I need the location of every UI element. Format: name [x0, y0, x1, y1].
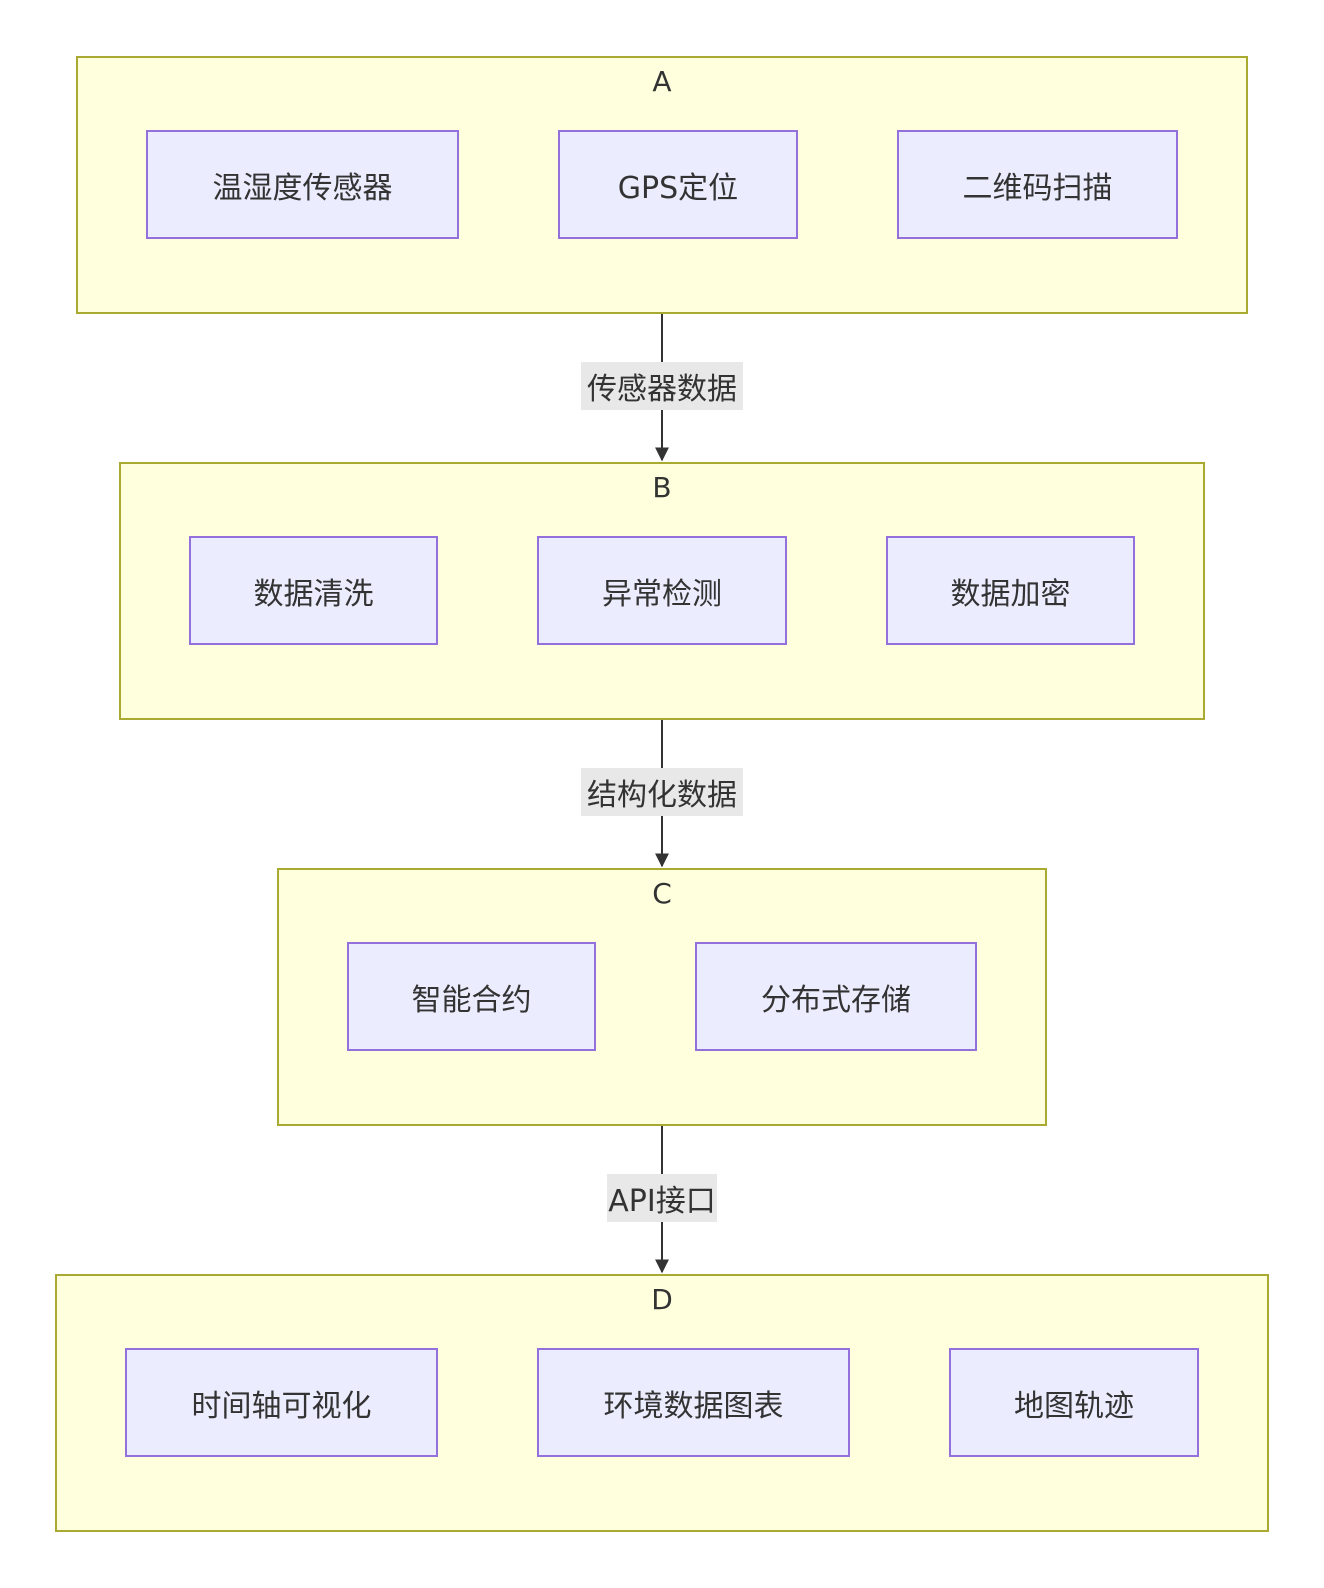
node-data-encryption: 数据加密 [886, 536, 1135, 645]
node-distributed-storage: 分布式存储 [695, 942, 977, 1051]
node-data-cleaning: 数据清洗 [189, 536, 438, 645]
cluster-c-title: C [652, 877, 672, 910]
cluster-b-title: B [652, 471, 672, 504]
edge-label-b-to-c: 结构化数据 [581, 768, 743, 816]
node-qr-code-scan: 二维码扫描 [897, 130, 1178, 239]
node-temperature-humidity-sensor: 温湿度传感器 [146, 130, 459, 239]
node-anomaly-detection: 异常检测 [537, 536, 787, 645]
cluster-a-title: A [652, 65, 672, 98]
node-environment-data-chart: 环境数据图表 [537, 1348, 850, 1457]
edge-label-c-to-d: API接口 [607, 1174, 717, 1222]
node-map-trajectory: 地图轨迹 [949, 1348, 1199, 1457]
cluster-d-title: D [651, 1283, 673, 1316]
node-timeline-visualization: 时间轴可视化 [125, 1348, 438, 1457]
edge-label-a-to-b: 传感器数据 [581, 362, 743, 410]
node-smart-contract: 智能合约 [347, 942, 596, 1051]
node-gps-positioning: GPS定位 [558, 130, 798, 239]
